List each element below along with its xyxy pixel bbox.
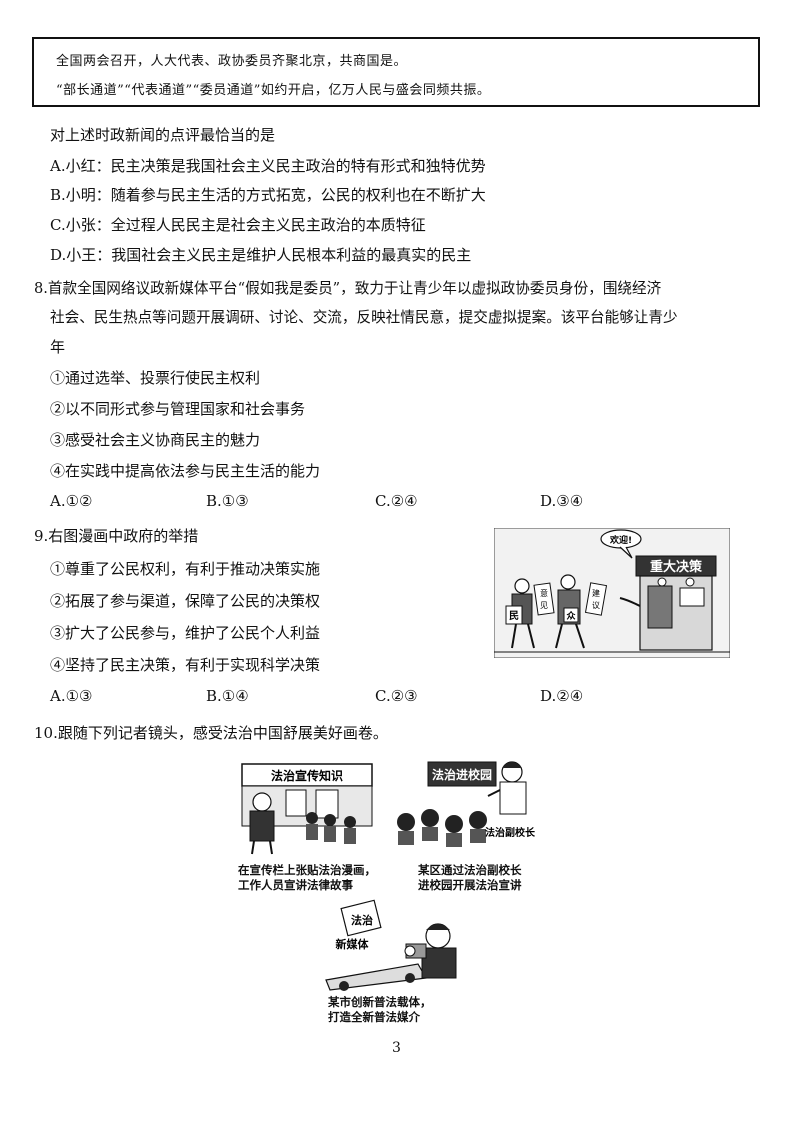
law-tag: 法治 xyxy=(351,913,373,927)
law-book xyxy=(340,899,382,937)
propaganda-board-text: 法治宣传知识 xyxy=(271,768,343,783)
q8-choice-d: D.③④ xyxy=(540,492,584,510)
news-box-line-2: “部长通道”“代表通道”“委员通道”如约开启，亿万人民与盛会同频共振。 xyxy=(56,83,491,98)
q8-item-3: ③感受社会主义协商民主的魅力 xyxy=(50,431,261,449)
q8-choice-b: B.①③ xyxy=(206,492,249,510)
q8-item-2: ②以不同形式参与管理国家和社会事务 xyxy=(50,400,306,418)
q8-choice-c: C.②④ xyxy=(375,492,418,510)
picture-3-caption-line-1: 某市创新普法载体， xyxy=(328,995,432,1009)
q10-picture-2: 法治进校园 法治副校长 xyxy=(397,761,536,847)
page-number: 3 xyxy=(392,1040,401,1056)
person-2-head xyxy=(560,574,576,590)
new-media-tag: 新媒体 xyxy=(336,937,370,951)
vice-principal-label: 法治副校长 xyxy=(485,826,536,839)
building-sign: 重大决策 xyxy=(650,559,703,575)
q7-option-c: C.小张：全过程人民民主是社会主义民主政治的本质特征 xyxy=(50,216,426,234)
q9-stem: 9.右图漫画中政府的举措 xyxy=(34,527,199,545)
person-2-label: 众 xyxy=(566,610,576,622)
q9-item-2: ②拓展了参与渠道，保障了公民的决策权 xyxy=(50,592,321,610)
paper-2-text-b: 议 xyxy=(592,601,600,610)
q9-choice-c: C.②③ xyxy=(375,687,418,705)
picture-2-caption-line-2: 进校园开展法治宣讲 xyxy=(418,878,522,892)
picture-1-caption-line-1: 在宣传栏上张贴法治漫画， xyxy=(238,863,376,877)
q10-stem: 10.跟随下列记者镜头，感受法治中国舒展美好画卷。 xyxy=(34,724,388,742)
picture-3-caption-line-2: 打造全新普法媒介 xyxy=(328,1010,420,1024)
q9-choice-d: D.②④ xyxy=(540,687,584,705)
q10-picture-1: 法治宣传知识 xyxy=(241,763,373,855)
picture-2-caption-line-1: 某区通过法治副校长 xyxy=(418,863,522,877)
news-box-line-1: 全国两会召开，人大代表、政协委员齐聚北京，共商国是。 xyxy=(56,54,408,69)
q9-choice-b: B.①④ xyxy=(206,687,249,705)
q9-item-1: ①尊重了公民权利，有利于推动决策实施 xyxy=(50,560,321,578)
paper-2 xyxy=(584,582,608,616)
q9-item-3: ③扩大了公民参与，维护了公民个人利益 xyxy=(50,624,321,642)
person-1-head xyxy=(514,578,530,594)
paper-1-text-b: 见 xyxy=(540,601,548,610)
q8-stem-line-2: 社会、民生热点等问题开展调研、讨论、交流，反映社情民意，提交虚拟提案。该平台能够… xyxy=(50,309,678,326)
q8-item-1: ①通过选举、投票行使民主权利 xyxy=(50,369,261,387)
school-board-text: 法治进校园 xyxy=(432,767,492,782)
q7-option-b: B.小明：随着参与民主生活的方式拓宽，公民的权利也在不断扩大 xyxy=(50,186,486,204)
news-box: 全国两会召开，人大代表、政协委员齐聚北京，共商国是。 “部长通道”“代表通道”“… xyxy=(32,37,760,107)
paper-1 xyxy=(533,582,555,616)
paper-1-text-a: 意 xyxy=(540,588,548,598)
paper-2-text-a: 建 xyxy=(592,588,600,598)
q10-picture-3: 法治 新媒体 xyxy=(325,899,457,991)
picture-1-caption-line-2: 工作人员宣讲法律故事 xyxy=(238,878,353,892)
q7-option-d: D.小王：我国社会主义民主是维护人民根本利益的最真实的民主 xyxy=(50,246,472,264)
speech-text: 欢迎! xyxy=(609,534,632,546)
q9-item-4: ④坚持了民主决策，有利于实现科学决策 xyxy=(50,656,321,674)
q7-stem: 对上述时政新闻的点评最恰当的是 xyxy=(50,126,276,144)
q9-choice-a: A.①③ xyxy=(50,687,93,705)
q7-option-a: A.小红：民主决策是我国社会主义民主政治的特有形式和独特优势 xyxy=(50,157,486,175)
building-door xyxy=(647,585,673,629)
q8-stem-line-1: 8.首款全国网络议政新媒体平台“假如我是委员”，致力于让青少年以虚拟政协委员身份… xyxy=(34,280,662,297)
person-1-label: 民 xyxy=(509,610,519,622)
q8-stem-line-3: 年 xyxy=(50,338,66,356)
q8-choice-a: A.①② xyxy=(50,492,93,510)
q8-item-4: ④在实践中提高依法参与民主生活的能力 xyxy=(50,462,321,480)
q9-cartoon: 欢迎! 重大决策 民 意 见 众 建 议 xyxy=(494,528,730,658)
reporter-body xyxy=(421,947,457,979)
